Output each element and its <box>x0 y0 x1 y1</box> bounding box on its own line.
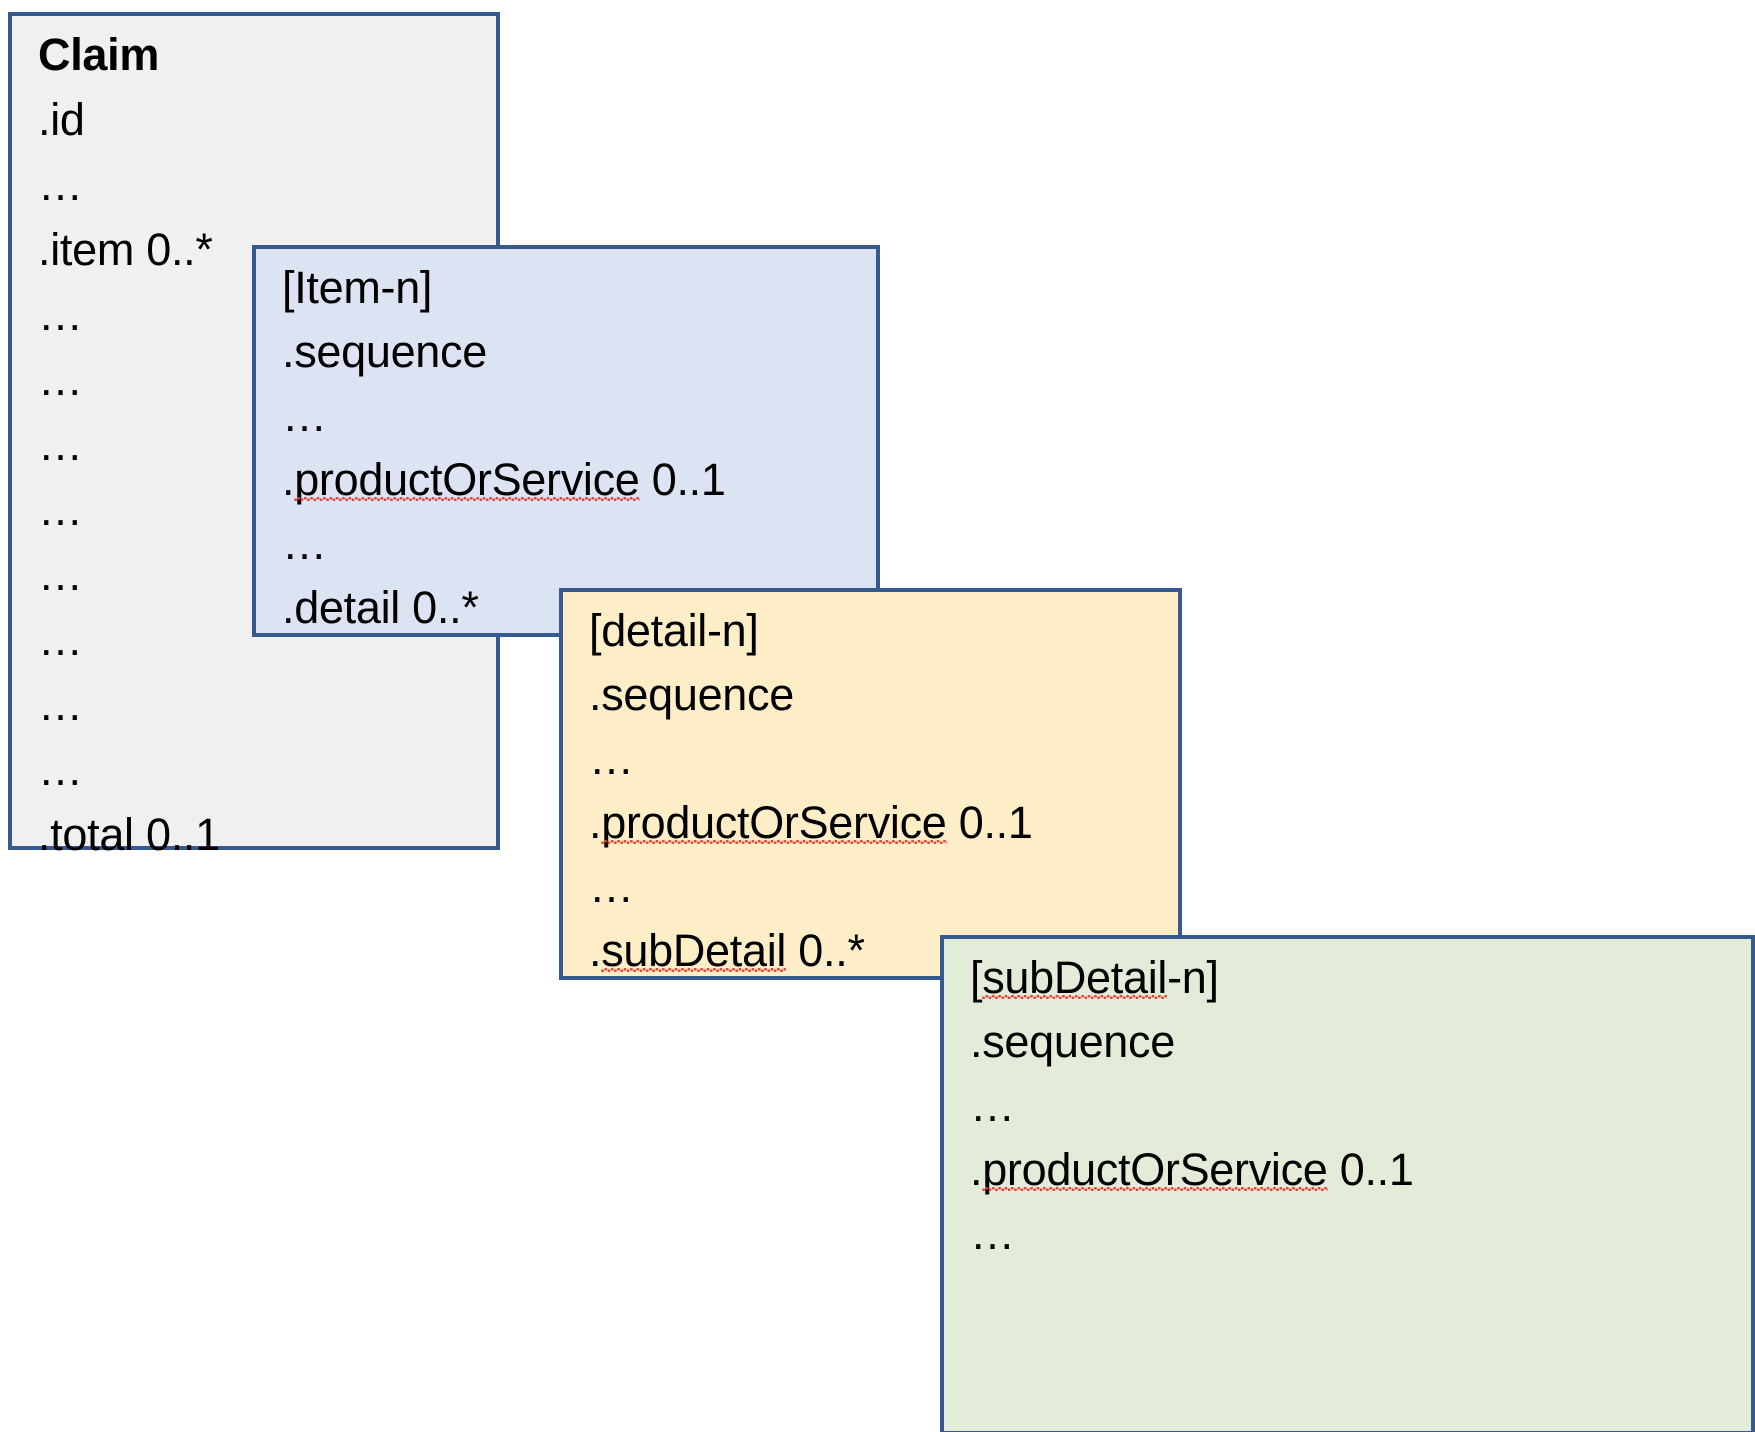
ellipsis-line: … <box>38 744 83 795</box>
spellcheck-underline: productOrService <box>982 1144 1328 1195</box>
item-box-line: .sequence <box>282 326 487 377</box>
item-box-line: [Item-n] <box>282 262 433 313</box>
claim-box-line: Claim <box>38 29 160 80</box>
ellipsis-line: … <box>38 354 83 405</box>
ellipsis-line: … <box>38 549 83 600</box>
ellipsis-line: … <box>38 159 83 210</box>
subdetail-box-line: .sequence <box>970 1016 1175 1067</box>
detail-box-line: [detail-n] <box>589 605 759 656</box>
subdetail-box-line: .productOrService 0..1 <box>970 1144 1414 1195</box>
ellipsis-line: … <box>38 679 83 730</box>
item-box-line: .productOrService 0..1 <box>282 454 726 505</box>
spellcheck-underline: productOrService <box>601 797 947 848</box>
ellipsis-line: … <box>589 861 634 912</box>
ellipsis-line: … <box>38 289 83 340</box>
spellcheck-underline: subDetail <box>601 925 787 976</box>
detail-box-line: .sequence <box>589 669 794 720</box>
claim-box-line: .total 0..1 <box>38 809 220 860</box>
ellipsis-line: … <box>970 1208 1015 1259</box>
detail-box-line: .subDetail 0..* <box>589 925 865 976</box>
detail-box[interactable]: [detail-n] .sequence … .productOrService 0.… <box>559 588 1182 980</box>
ellipsis-line: … <box>282 390 327 441</box>
ellipsis-line: … <box>589 733 634 784</box>
subdetail-box[interactable]: [subDetail-n] .sequence … .productOrService… <box>940 935 1755 1432</box>
claim-box-line: .item 0..* <box>38 224 213 275</box>
subdetail-box-line: [subDetail-n] <box>970 952 1219 1003</box>
item-box[interactable]: [Item-n] .sequence … .productOrService 0..1… <box>252 245 880 637</box>
ellipsis-line: … <box>38 419 83 470</box>
ellipsis-line: … <box>38 484 83 535</box>
ellipsis-line: … <box>970 1080 1015 1131</box>
spellcheck-underline: subDetail <box>982 952 1168 1003</box>
item-box-line: .detail 0..* <box>282 582 479 633</box>
claim-box-line: .id <box>38 94 85 145</box>
spellcheck-underline: productOrService <box>294 454 640 505</box>
ellipsis-line: … <box>282 518 327 569</box>
detail-box-line: .productOrService 0..1 <box>589 797 1033 848</box>
ellipsis-line: … <box>38 614 83 665</box>
